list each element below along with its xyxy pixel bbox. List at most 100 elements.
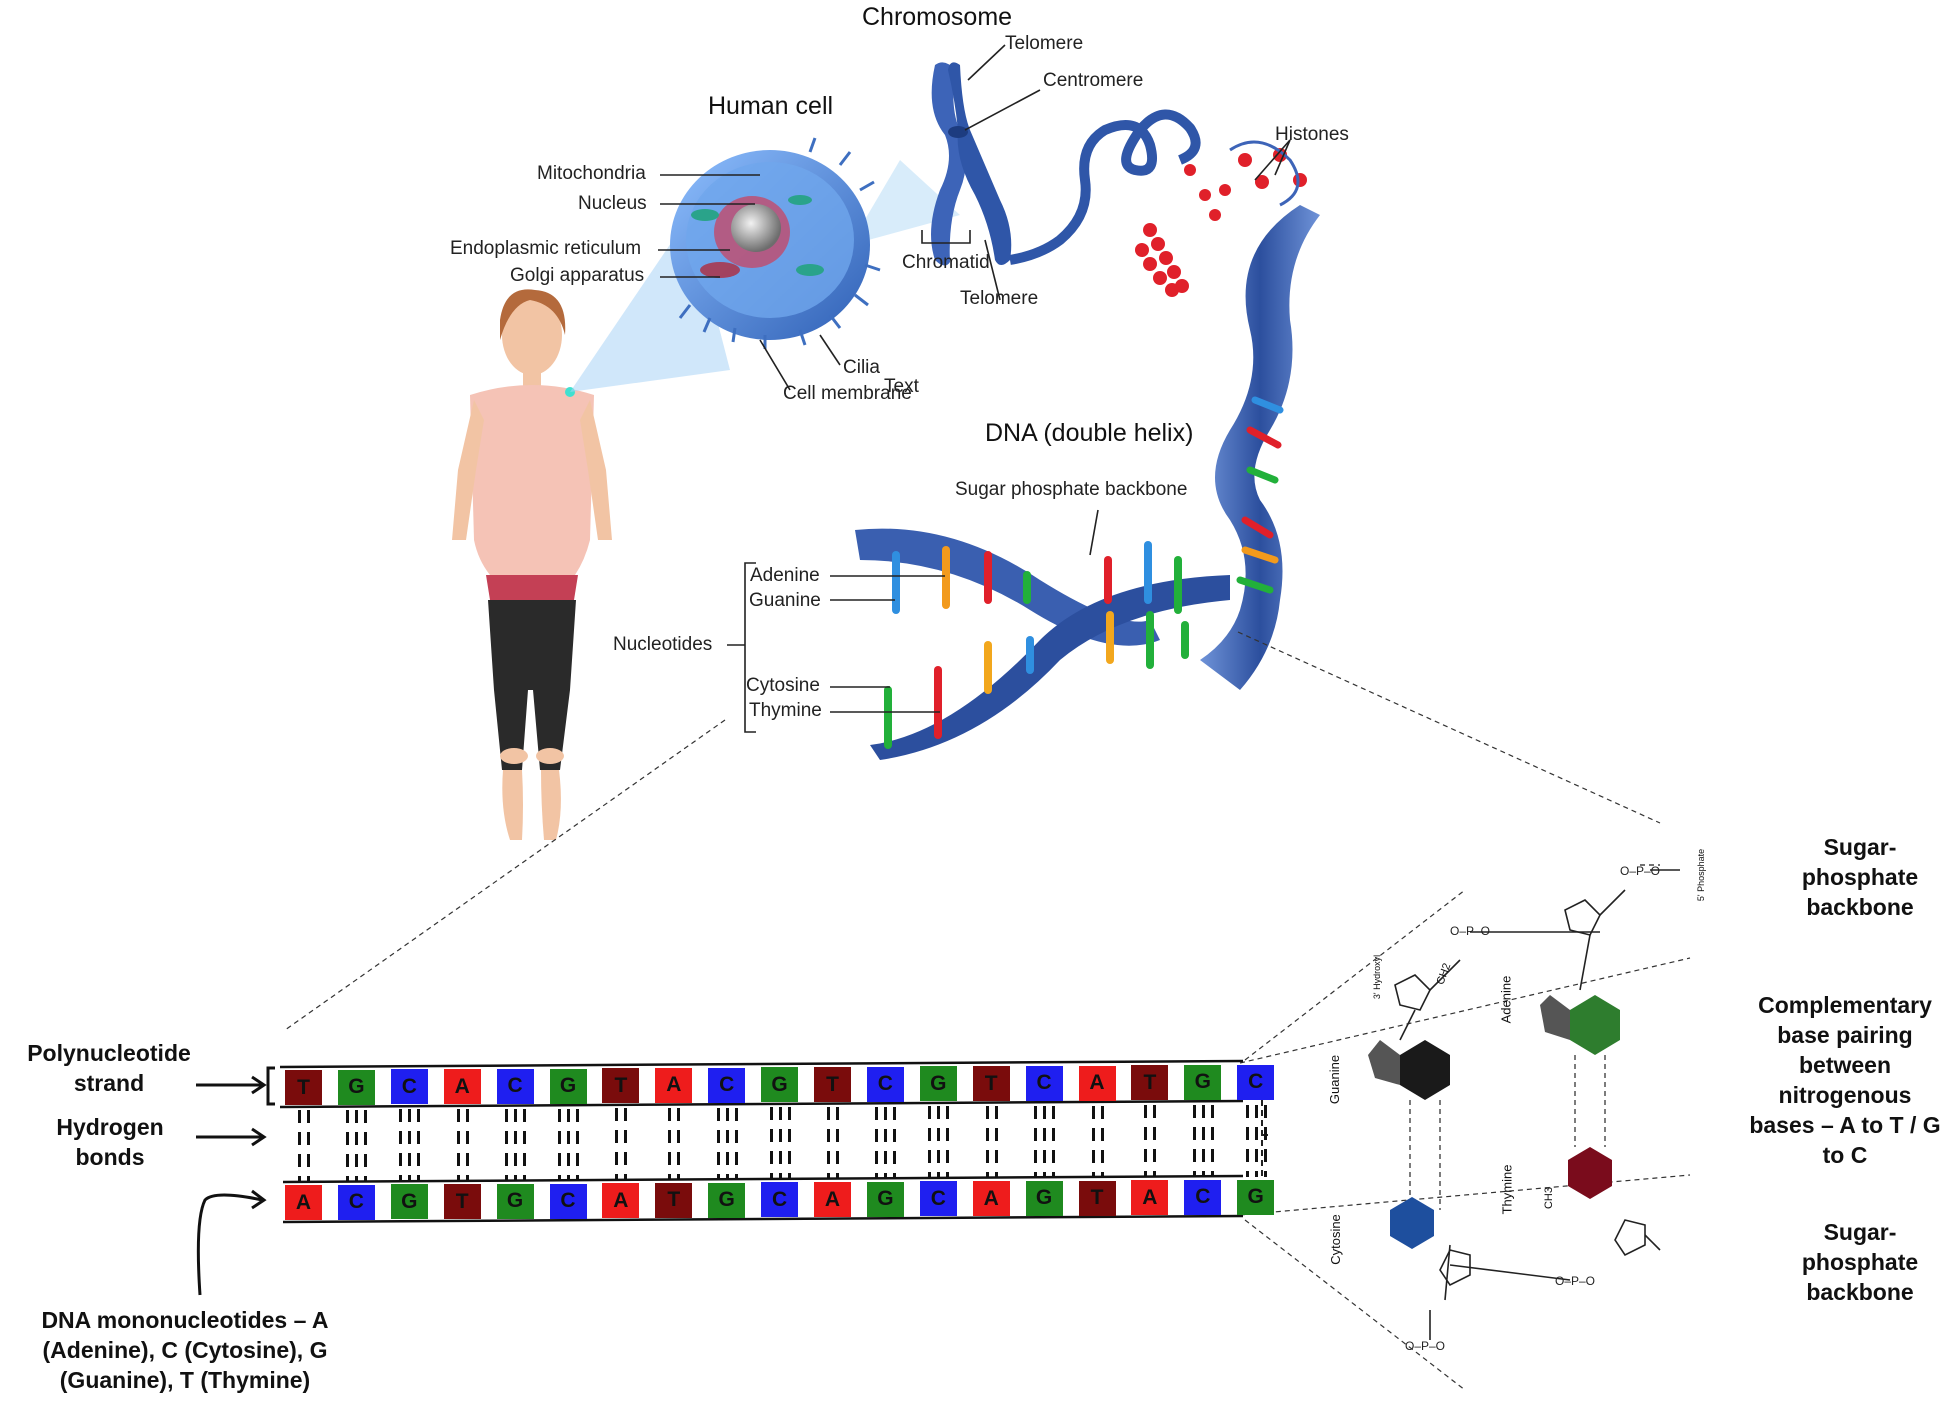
hbond-line xyxy=(1263,1104,1267,1177)
hbond-line xyxy=(456,1109,460,1182)
hbond-line xyxy=(1254,1104,1258,1177)
base-letter: C xyxy=(877,1072,893,1096)
hbond-line xyxy=(1201,1104,1205,1177)
base-C-bottom-strand: C xyxy=(1184,1179,1222,1215)
base-A-bottom-strand: A xyxy=(1131,1180,1169,1216)
base-A-top-strand: A xyxy=(655,1067,693,1103)
hbond-line xyxy=(346,1109,350,1182)
hbond-line xyxy=(937,1106,941,1179)
hbond-line xyxy=(716,1107,720,1180)
base-G-top-strand: G xyxy=(549,1068,587,1104)
label-telomere-bottom: Telomere xyxy=(960,288,1039,309)
base-G-bottom-strand: G xyxy=(496,1183,534,1219)
base-letter: T xyxy=(455,1189,469,1213)
base-letter: G xyxy=(401,1189,418,1213)
chromosome-title: Chromosome xyxy=(862,3,1013,31)
thymine-ring xyxy=(1568,1147,1612,1199)
base-C-bottom-strand: C xyxy=(337,1184,375,1220)
hbond-line xyxy=(827,1107,830,1179)
human-figure xyxy=(452,289,612,840)
chem-label-hydroxyl: 3' Hydroxyl xyxy=(1372,954,1383,1000)
svg-text:O–P–O: O–P–O xyxy=(1450,924,1490,938)
label-cytosine: Cytosine xyxy=(746,675,820,696)
base-letter: A xyxy=(613,1188,629,1212)
hbond-line xyxy=(1052,1105,1056,1178)
base-letter: G xyxy=(559,1074,577,1097)
label-mitochondria: Mitochondria xyxy=(537,163,646,184)
label-centromere: Centromere xyxy=(1043,70,1144,91)
base-letter: C xyxy=(930,1186,946,1210)
hbond-line xyxy=(985,1106,989,1179)
label-cell-membrane: Cell membrane xyxy=(783,383,912,404)
base-C-top-strand: C xyxy=(390,1069,428,1105)
base-letter: G xyxy=(1247,1185,1264,1209)
base-letter: C xyxy=(1036,1071,1052,1095)
base-letter: G xyxy=(506,1189,524,1213)
hbond-line xyxy=(1043,1105,1047,1178)
hbond-line xyxy=(417,1109,421,1182)
adenine-ring xyxy=(1570,995,1620,1055)
label-dna-mononucleotides: DNA mononucleotides – A (Adenine), C (Cy… xyxy=(41,1307,329,1393)
base-letter: C xyxy=(719,1073,735,1097)
base-C-top-strand: C xyxy=(708,1067,746,1103)
base-T-bottom-strand: T xyxy=(655,1182,693,1218)
helix-sweep xyxy=(1200,205,1320,690)
base-letter: G xyxy=(1194,1070,1211,1094)
hbond-line xyxy=(558,1108,561,1181)
hbond-line xyxy=(778,1107,782,1180)
base-A-top-strand: A xyxy=(443,1069,481,1105)
base-A-bottom-strand: A xyxy=(972,1181,1010,1217)
histone-beads xyxy=(1135,148,1307,297)
base-G-bottom-strand: G xyxy=(708,1182,746,1218)
base-T-top-strand: T xyxy=(285,1070,322,1105)
cytosine-ring xyxy=(1390,1197,1434,1249)
label-polynucleotide-strand: Polynucleotide strand xyxy=(27,1040,191,1096)
label-nucleus: Nucleus xyxy=(578,193,647,214)
chem-label-ch3: CH3 xyxy=(1543,1186,1556,1210)
base-letter: T xyxy=(614,1073,628,1097)
hbond-line xyxy=(1144,1105,1148,1178)
strand-backbones xyxy=(279,1059,1244,1224)
base-letter: A xyxy=(1142,1185,1158,1209)
hbond-line xyxy=(615,1108,619,1181)
base-T-top-strand: T xyxy=(814,1067,851,1102)
hbond-line xyxy=(355,1109,359,1182)
hbond-line xyxy=(875,1106,879,1179)
svg-text:O–P–O: O–P–O xyxy=(1405,1339,1445,1353)
base-letter: G xyxy=(877,1187,894,1211)
base-G-bottom-strand: G xyxy=(1025,1180,1063,1216)
base-letter: T xyxy=(826,1072,839,1096)
human-cell-title: Human cell xyxy=(708,92,834,120)
label-thymine: Thymine xyxy=(749,700,822,721)
chromosome xyxy=(931,62,1012,266)
base-letter: A xyxy=(983,1186,999,1210)
base-letter: C xyxy=(1195,1185,1211,1209)
base-letter: G xyxy=(771,1072,788,1096)
hbond-line xyxy=(787,1107,791,1180)
strand-bracket xyxy=(266,1066,275,1106)
hbond-line xyxy=(307,1110,310,1182)
base-letter: A xyxy=(666,1073,682,1097)
base-letter: C xyxy=(772,1187,788,1211)
hbond-line xyxy=(725,1107,729,1180)
hbond-line xyxy=(994,1106,998,1179)
base-G-top-strand: G xyxy=(1184,1064,1222,1100)
base-letter: T xyxy=(297,1075,310,1099)
hbond-line xyxy=(624,1108,628,1181)
label-nucleotides: Nucleotides xyxy=(613,634,713,655)
base-C-top-strand: C xyxy=(496,1068,534,1104)
svg-text:O–P–O: O–P–O xyxy=(1555,1274,1595,1288)
svg-text:O–P–O: O–P–O xyxy=(1620,864,1660,878)
base-letter: G xyxy=(348,1075,365,1099)
base-letter: C xyxy=(507,1074,523,1098)
label-backbone-top: Sugar-phosphate backbone xyxy=(1801,834,1919,920)
pointer-arrows xyxy=(196,1075,267,1296)
hbond-line xyxy=(576,1108,579,1181)
hbond-line xyxy=(1034,1105,1038,1178)
base-C-bottom-strand: C xyxy=(919,1181,957,1217)
hbond-line xyxy=(408,1109,412,1182)
label-er: Endoplasmic reticulum xyxy=(450,238,642,259)
base-G-bottom-strand: G xyxy=(866,1181,904,1217)
hbond-line xyxy=(465,1109,469,1182)
